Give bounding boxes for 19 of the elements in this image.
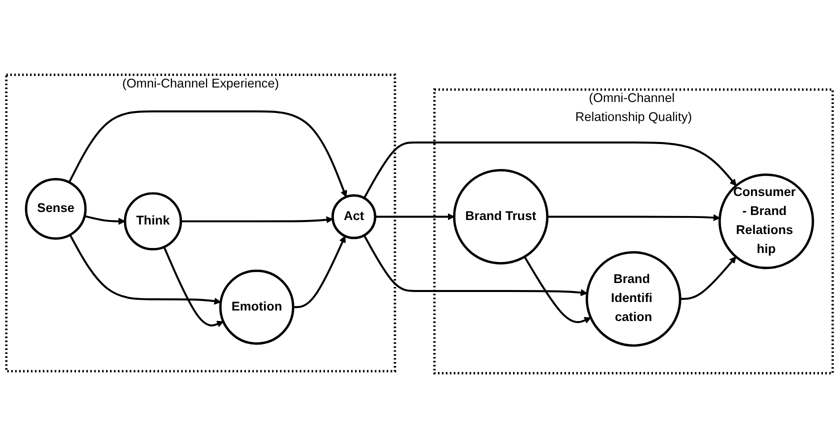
arrow bbox=[363, 142, 737, 199]
arrow bbox=[68, 110, 348, 198]
node-circle: Think bbox=[124, 192, 182, 250]
arrow bbox=[293, 236, 346, 308]
arrow bbox=[84, 215, 126, 225]
arrow bbox=[180, 216, 334, 224]
node-circle: Brand Trust bbox=[453, 169, 548, 264]
arrow bbox=[680, 256, 736, 300]
arrow bbox=[375, 213, 455, 220]
arrow bbox=[547, 214, 720, 222]
node-circle: Act bbox=[331, 194, 376, 240]
node-circle: Emotion bbox=[219, 270, 294, 345]
arrow bbox=[363, 234, 588, 296]
arrow bbox=[69, 234, 222, 305]
arrow bbox=[524, 256, 592, 324]
node-circle: Brand Identifi cation bbox=[586, 251, 682, 347]
arrow bbox=[163, 246, 224, 328]
node-circle: Sense bbox=[24, 178, 87, 240]
node-circle: Consumer - Brand Relations hip bbox=[718, 173, 814, 270]
